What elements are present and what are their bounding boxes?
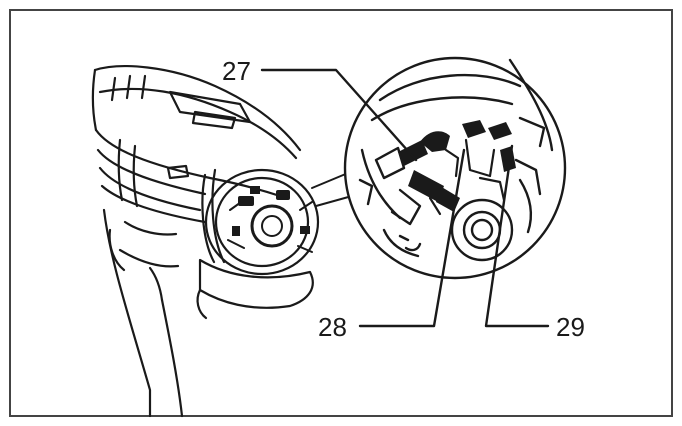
leader-28 (358, 148, 466, 328)
brush-holder-small (227, 186, 313, 253)
leader-29 (484, 144, 550, 328)
diagram-frame (9, 9, 673, 417)
drill-illustration (91, 65, 320, 418)
callout-label-27: 27 (222, 56, 251, 86)
callout-label-29: 29 (556, 312, 585, 342)
zoom-detail (343, 56, 567, 280)
callout-label-28: 28 (318, 312, 347, 342)
callout-leaders (260, 68, 550, 328)
leader-27 (260, 68, 418, 162)
